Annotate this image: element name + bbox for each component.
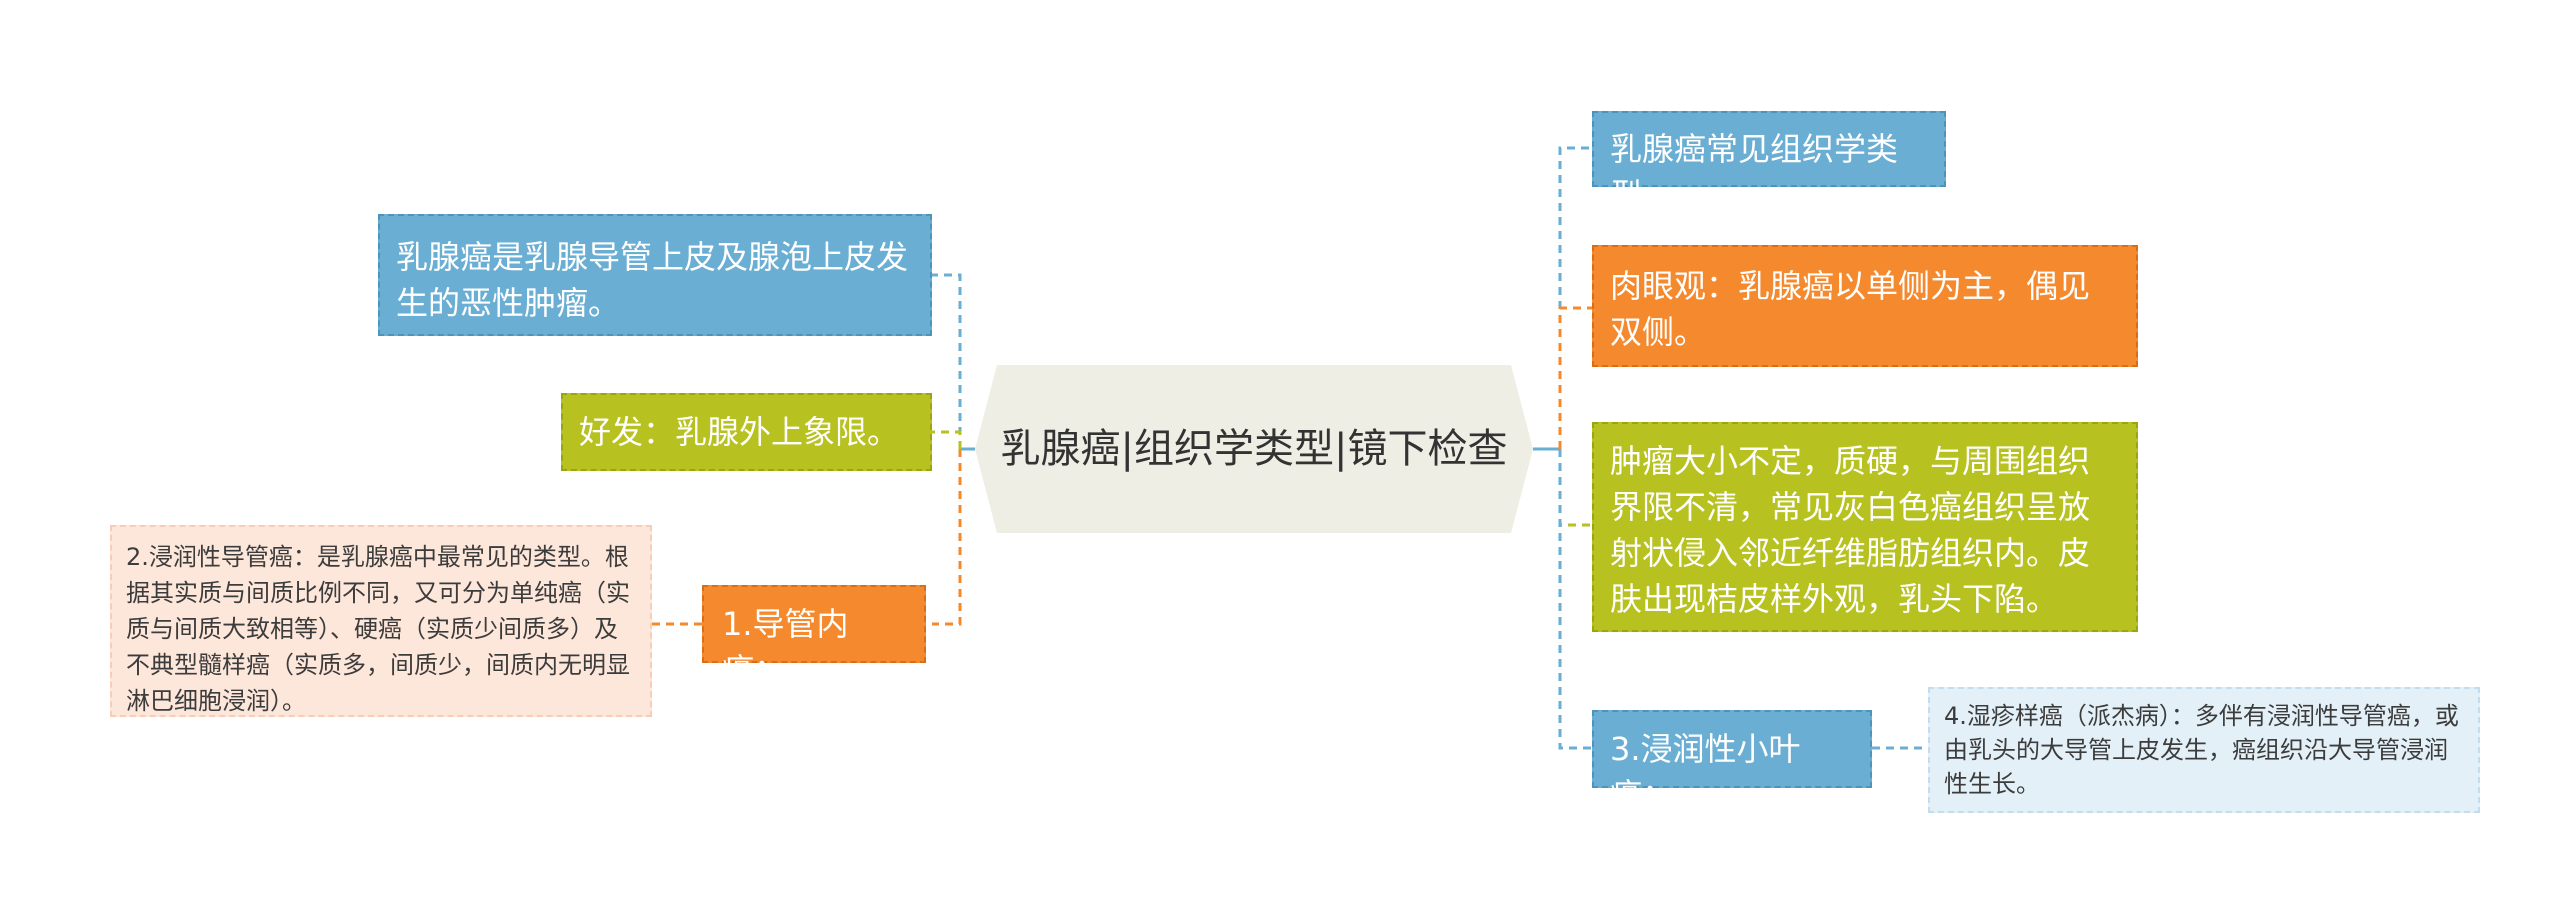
node-gross-view-text: 肉眼观：乳腺癌以单侧为主，偶见双侧。 (1610, 267, 2091, 351)
node-tumor-features[interactable]: 肿瘤大小不定，质硬，与周围组织界限不清，常见灰白色癌组织呈放射状侵入邻近纤维脂肪… (1592, 422, 2138, 632)
node-invasive-ductal[interactable]: 2.浸润性导管癌：是乳腺癌中最常见的类型。根据其实质与间质比例不同，又可分为单纯… (110, 525, 652, 717)
node-tumor-features-text: 肿瘤大小不定，质硬，与周围组织界限不清，常见灰白色癌组织呈放射状侵入邻近纤维脂肪… (1610, 442, 2091, 618)
node-paget-disease-text: 4.湿疹样癌（派杰病）：多伴有浸润性导管癌，或由乳头的大导管上皮发生，癌组织沿大… (1944, 702, 2459, 798)
node-definition[interactable]: 乳腺癌是乳腺导管上皮及腺泡上皮发生的恶性肿瘤。 (378, 214, 932, 336)
node-invasive-ductal-text: 2.浸润性导管癌：是乳腺癌中最常见的类型。根据其实质与间质比例不同，又可分为单纯… (126, 543, 630, 715)
node-lobular-carcinoma[interactable]: 3.浸润性小叶癌： (1592, 710, 1872, 814)
root-topic[interactable]: 乳腺癌|组织学类型|镜下检查 (975, 365, 1533, 533)
node-definition-text: 乳腺癌是乳腺导管上皮及腺泡上皮发生的恶性肿瘤。 (396, 238, 909, 322)
node-lobular-carcinoma-text: 3.浸润性小叶癌： (1610, 730, 1801, 814)
node-common-types[interactable]: 乳腺癌常见组织学类型 (1592, 111, 1946, 214)
node-paget-disease[interactable]: 4.湿疹样癌（派杰病）：多伴有浸润性导管癌，或由乳头的大导管上皮发生，癌组织沿大… (1928, 687, 2480, 813)
node-location-text: 好发：乳腺外上象限。 (579, 413, 900, 451)
node-common-types-text: 乳腺癌常见组织学类型 (1610, 130, 1899, 214)
node-ductal-carcinoma-text: 1.导管内癌： (722, 605, 849, 689)
node-location[interactable]: 好发：乳腺外上象限。 (561, 393, 932, 471)
node-ductal-carcinoma[interactable]: 1.导管内癌： (702, 585, 926, 689)
root-hexagon-shape (975, 365, 1533, 533)
node-gross-view[interactable]: 肉眼观：乳腺癌以单侧为主，偶见双侧。 (1592, 245, 2138, 367)
root-topic-label: 乳腺癌|组织学类型|镜下检查 (1000, 426, 1508, 472)
